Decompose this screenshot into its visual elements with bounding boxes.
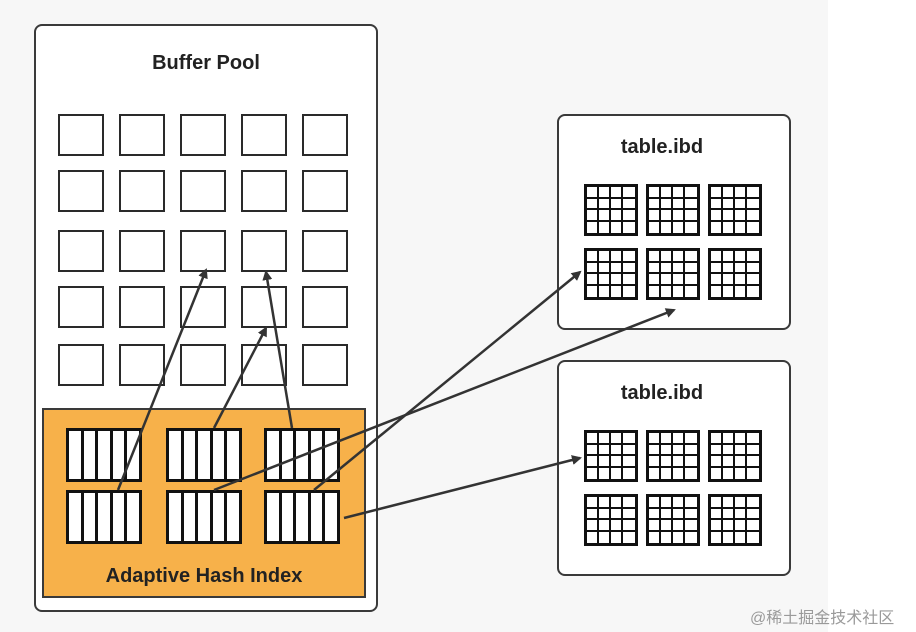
adaptive-hash-index-title: Adaptive Hash Index — [105, 565, 303, 587]
table-page-block — [584, 248, 638, 300]
table-page-block — [708, 430, 762, 482]
table-page-block — [584, 184, 638, 236]
hash-bucket-block — [166, 490, 242, 544]
buffer-pool-page-cell — [241, 170, 287, 212]
hash-bucket-block — [66, 490, 142, 544]
table-page-block — [646, 248, 700, 300]
hash-bucket-block — [166, 428, 242, 482]
pointer-arrow — [213, 308, 676, 492]
tablespace-title-1: table.ibd — [620, 136, 704, 158]
pointer-arrow — [212, 326, 268, 429]
pointer-arrow — [343, 455, 582, 520]
table-page-block — [584, 430, 638, 482]
buffer-pool-page-cell — [119, 230, 165, 272]
buffer-pool-page-cell — [180, 170, 226, 212]
tablespace-title-2: table.ibd — [620, 382, 704, 404]
buffer-pool-page-cell — [241, 114, 287, 156]
table-page-block — [708, 184, 762, 236]
buffer-pool-page-cell — [180, 286, 226, 328]
buffer-pool-page-cell — [119, 114, 165, 156]
buffer-pool-title: Buffer Pool — [152, 52, 260, 74]
watermark-text: @稀土掘金技术社区 — [750, 610, 895, 627]
table-page-block — [646, 184, 700, 236]
buffer-pool-page-cell — [58, 114, 104, 156]
table-page-block — [584, 494, 638, 546]
buffer-pool-page-cell — [302, 344, 348, 386]
buffer-pool-page-cell — [58, 230, 104, 272]
table-page-block — [708, 248, 762, 300]
buffer-pool-page-cell — [302, 170, 348, 212]
buffer-pool-page-cell — [302, 286, 348, 328]
hash-bucket-block — [66, 428, 142, 482]
table-page-block — [646, 430, 700, 482]
pointer-arrow — [313, 270, 582, 491]
pointer-arrow — [116, 268, 208, 491]
buffer-pool-page-cell — [119, 344, 165, 386]
buffer-pool-page-cell — [58, 170, 104, 212]
buffer-pool-page-cell — [180, 344, 226, 386]
buffer-pool-page-cell — [58, 286, 104, 328]
table-page-block — [646, 494, 700, 546]
buffer-pool-page-cell — [180, 114, 226, 156]
buffer-pool-page-cell — [119, 170, 165, 212]
buffer-pool-page-cell — [302, 114, 348, 156]
pointer-arrow — [262, 270, 294, 429]
buffer-pool-page-cell — [302, 230, 348, 272]
hash-bucket-block — [264, 490, 340, 544]
table-page-block — [708, 494, 762, 546]
buffer-pool-page-cell — [58, 344, 104, 386]
buffer-pool-page-cell — [119, 286, 165, 328]
